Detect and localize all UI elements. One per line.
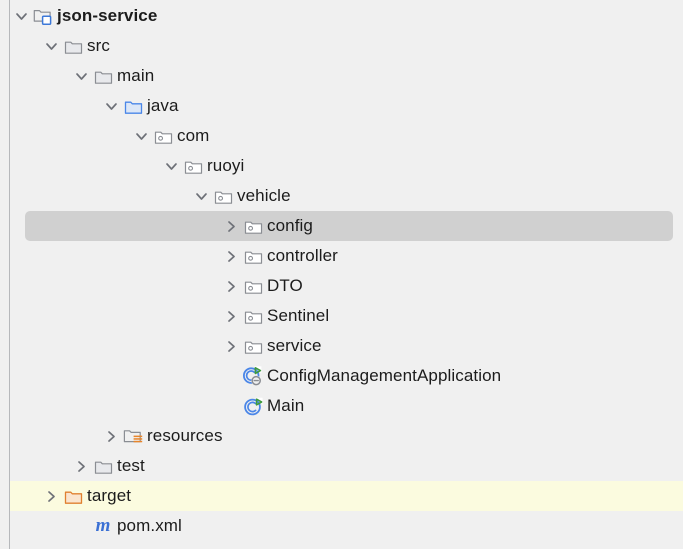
- tree-row[interactable]: ruoyi: [0, 151, 683, 181]
- tree-row-label: com: [177, 126, 210, 145]
- tree-row-label: pom.xml: [117, 516, 182, 535]
- folder-icon: [92, 540, 114, 549]
- package-icon: [182, 151, 204, 181]
- chevron-right-icon[interactable]: [70, 540, 92, 549]
- tree-row[interactable]: java: [0, 91, 683, 121]
- package-icon: [242, 211, 264, 241]
- tree-row-label: ConfigManagementApplication: [267, 366, 502, 385]
- source-root-folder-icon: [122, 91, 144, 121]
- excluded-folder-icon: [62, 481, 84, 511]
- chevron-right-icon[interactable]: [40, 481, 62, 511]
- tree-row-label: main: [117, 66, 155, 85]
- chevron-down-icon[interactable]: [70, 61, 92, 91]
- spring-runnable-class-icon: [242, 361, 264, 391]
- tree-row[interactable]: target: [0, 481, 683, 511]
- chevron-right-icon[interactable]: [220, 211, 242, 241]
- tree-row-label: vehicle: [237, 186, 291, 205]
- tree-row[interactable]: json-service: [0, 1, 683, 31]
- tree-row-label: test: [117, 456, 145, 475]
- tree-row[interactable]: src: [0, 31, 683, 61]
- chevron-right-icon[interactable]: [100, 421, 122, 451]
- folder-icon: [62, 31, 84, 61]
- tree-row[interactable]: controller: [0, 241, 683, 271]
- chevron-right-icon[interactable]: [220, 241, 242, 271]
- clipped-next-row[interactable]: [0, 540, 683, 549]
- tree-row[interactable]: ConfigManagementApplication: [0, 361, 683, 391]
- folder-icon: [92, 61, 114, 91]
- package-icon: [242, 241, 264, 271]
- panel-divider: [9, 0, 10, 549]
- tree-row-label: resources: [147, 426, 223, 445]
- tree-row[interactable]: resources: [0, 421, 683, 451]
- tree-row-label: DTO: [267, 276, 303, 295]
- package-icon: [242, 331, 264, 361]
- maven-pom-icon: m: [95, 515, 111, 536]
- package-icon: [242, 301, 264, 331]
- tree-row-label: Main: [267, 396, 305, 415]
- twisty-spacer: [220, 361, 242, 391]
- tree-row-label: json-service: [57, 6, 158, 25]
- chevron-right-icon[interactable]: [220, 271, 242, 301]
- tree-row[interactable]: service: [0, 331, 683, 361]
- tree-row-label: config: [267, 216, 313, 235]
- twisty-spacer: [70, 511, 92, 541]
- tree-row[interactable]: DTO: [0, 271, 683, 301]
- chevron-right-icon[interactable]: [220, 301, 242, 331]
- chevron-down-icon[interactable]: [100, 91, 122, 121]
- package-icon: [212, 181, 234, 211]
- chevron-down-icon[interactable]: [190, 181, 212, 211]
- tree-row[interactable]: com: [0, 121, 683, 151]
- tree-row-label: Sentinel: [267, 306, 330, 325]
- module-folder-icon: [32, 1, 54, 31]
- chevron-down-icon[interactable]: [40, 31, 62, 61]
- chevron-down-icon[interactable]: [160, 151, 182, 181]
- tree-row-label: controller: [267, 246, 338, 265]
- tree-row[interactable]: vehicle: [0, 181, 683, 211]
- tree-row[interactable]: Main: [0, 391, 683, 421]
- tree-row-label: src: [87, 36, 110, 55]
- folder-icon: [92, 451, 114, 481]
- tree-row-label: service: [267, 336, 322, 355]
- chevron-down-icon[interactable]: [130, 121, 152, 151]
- package-icon: [242, 271, 264, 301]
- selection-background: [25, 211, 673, 241]
- resources-folder-icon: [122, 421, 144, 451]
- tree-row-label: target: [87, 486, 132, 505]
- twisty-spacer: [220, 391, 242, 421]
- tree-row[interactable]: m pom.xml: [0, 511, 683, 541]
- chevron-right-icon[interactable]: [220, 331, 242, 361]
- package-icon: [152, 121, 174, 151]
- tree-row-label: ruoyi: [207, 156, 245, 175]
- tree-row-label: java: [147, 96, 179, 115]
- tree-row[interactable]: test: [0, 451, 683, 481]
- tree-row[interactable]: main: [0, 61, 683, 91]
- runnable-class-icon: [242, 391, 264, 421]
- tree-row[interactable]: Sentinel: [0, 301, 683, 331]
- chevron-right-icon[interactable]: [70, 451, 92, 481]
- tree-row[interactable]: config: [0, 211, 683, 241]
- chevron-down-icon[interactable]: [10, 1, 32, 31]
